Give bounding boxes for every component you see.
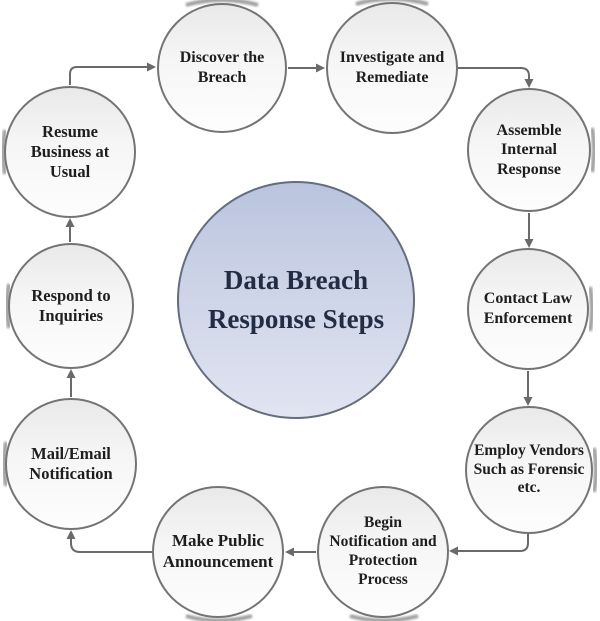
arrow-investigate-to-assemble	[458, 67, 534, 88]
center-label-line: Data Breach	[223, 264, 369, 295]
step-node-label-line: Announcement	[162, 552, 274, 571]
step-node-label-line: Employ Vendors	[474, 441, 584, 459]
arrow-employ-to-begin	[449, 534, 529, 556]
edge-smudge-right-1	[590, 127, 596, 173]
step-node-label-line: Such as Forensic	[473, 460, 585, 478]
step-node-label-line: Respond to	[31, 285, 111, 305]
center-label-line: Response Steps	[207, 304, 385, 334]
arrow-make-to-mail	[66, 530, 152, 553]
edge-smudge-right-2	[588, 286, 594, 332]
step-node-label-line: Resume	[42, 121, 98, 141]
step-node-label-line: Notification	[29, 464, 113, 483]
center-node: Data Breach Response Steps	[177, 181, 415, 419]
edge-smudge-bottom-right	[349, 614, 419, 621]
step-node-label-line: Assemble	[496, 121, 562, 139]
step-node-label-line: Internal	[500, 141, 557, 159]
step-node-label-line: Mail/Email	[31, 443, 111, 463]
step-node-label-line: Response	[496, 160, 561, 178]
step-node-label-line: Make Public	[171, 531, 265, 551]
edge-smudge-left-3	[2, 441, 8, 487]
step-node-label-line: Process	[358, 570, 408, 588]
step-node-label-line: Protection	[348, 552, 418, 569]
step-node-label-line: Begin	[364, 514, 402, 532]
edge-smudge-top-right	[355, 0, 429, 6]
edge-smudge-left-1	[1, 129, 7, 175]
step-node-label-line: Discover the	[179, 49, 265, 67]
step-node-label-line: Breach	[197, 69, 247, 86]
edge-smudge-left-2	[5, 283, 11, 329]
step-node-label-line: Enforcement	[483, 310, 573, 327]
step-node-label-line: Business at	[30, 141, 110, 161]
step-node-label-line: etc.	[517, 479, 541, 497]
step-node-label-line: Investigate and	[339, 49, 445, 67]
step-node-label-line: Inquiries	[38, 306, 104, 325]
step-node-label-line: Notification and	[329, 533, 437, 551]
edge-smudge-top-left	[185, 0, 259, 7]
step-node-label-line: Usual	[49, 162, 91, 182]
arrow-resume-to-discover	[69, 62, 156, 85]
step-node-label-line: Remediate	[355, 69, 429, 86]
edge-smudge-bottom-left	[185, 614, 253, 621]
step-node-label-line: Contact Law	[483, 290, 573, 308]
edge-smudge-right-3	[592, 447, 598, 493]
